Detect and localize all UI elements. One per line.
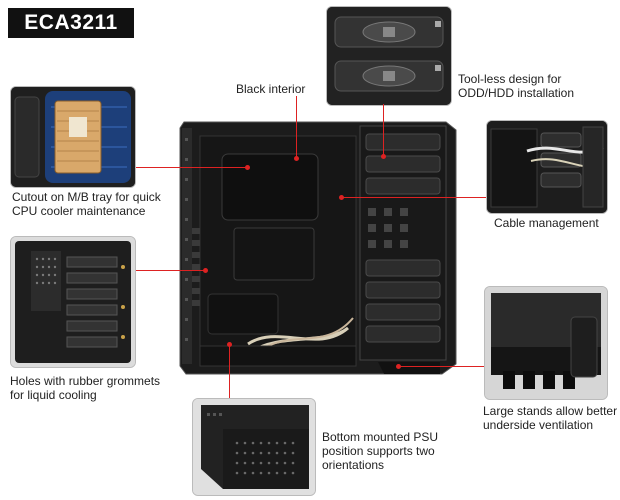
- caption-toolless: Tool-less design for ODD/HDD installatio…: [458, 72, 574, 100]
- caption-cutout-line2: CPU cooler maintenance: [12, 204, 146, 218]
- case-main-image: [178, 118, 460, 378]
- callout-line-black-interior: [296, 96, 297, 158]
- caption-cutout: Cutout on M/B tray for quick CPU cooler …: [12, 190, 161, 218]
- callout-line-holes: [136, 270, 206, 271]
- psu-thumbnail: [192, 398, 316, 496]
- caption-psu-line1: Bottom mounted PSU: [322, 430, 439, 444]
- callout-dot-cable: [339, 195, 344, 200]
- callout-line-stands: [398, 366, 484, 367]
- callout-line-toolless: [383, 104, 384, 156]
- callout-dot-holes: [203, 268, 208, 273]
- caption-toolless-line2: ODD/HDD installation: [458, 86, 575, 100]
- caption-holes: Holes with rubber grommets for liquid co…: [10, 374, 160, 402]
- caption-holes-line1: Holes with rubber grommets: [10, 374, 161, 388]
- caption-black-interior: Black interior: [236, 82, 306, 96]
- caption-stands-line1: Large stands allow better: [483, 404, 618, 418]
- caption-cutout-line1: Cutout on M/B tray for quick: [12, 190, 161, 204]
- callout-dot-cutout: [245, 165, 250, 170]
- caption-stands: Large stands allow better underside vent…: [483, 404, 617, 432]
- stands-thumbnail: [484, 286, 608, 400]
- model-label: ECA3211: [8, 8, 134, 38]
- cable-thumbnail: [486, 120, 608, 214]
- callout-dot-stands: [396, 364, 401, 369]
- caption-psu-line3: orientations: [322, 458, 385, 472]
- callout-dot-black-interior: [294, 156, 299, 161]
- cutout-thumbnail: [10, 86, 136, 188]
- caption-cable: Cable management: [494, 216, 599, 230]
- callout-line-psu: [229, 344, 230, 398]
- caption-stands-line2: underside ventilation: [483, 418, 594, 432]
- grommets-thumbnail: [10, 236, 136, 368]
- caption-psu-line2: position supports two: [322, 444, 435, 458]
- caption-holes-line2: for liquid cooling: [10, 388, 97, 402]
- toolless-thumbnail: [326, 6, 452, 106]
- callout-dot-toolless: [381, 154, 386, 159]
- callout-line-cutout: [136, 167, 246, 168]
- caption-psu: Bottom mounted PSU position supports two…: [322, 430, 438, 472]
- caption-toolless-line1: Tool-less design for: [458, 72, 562, 86]
- callout-line-cable: [342, 197, 486, 198]
- callout-dot-psu: [227, 342, 232, 347]
